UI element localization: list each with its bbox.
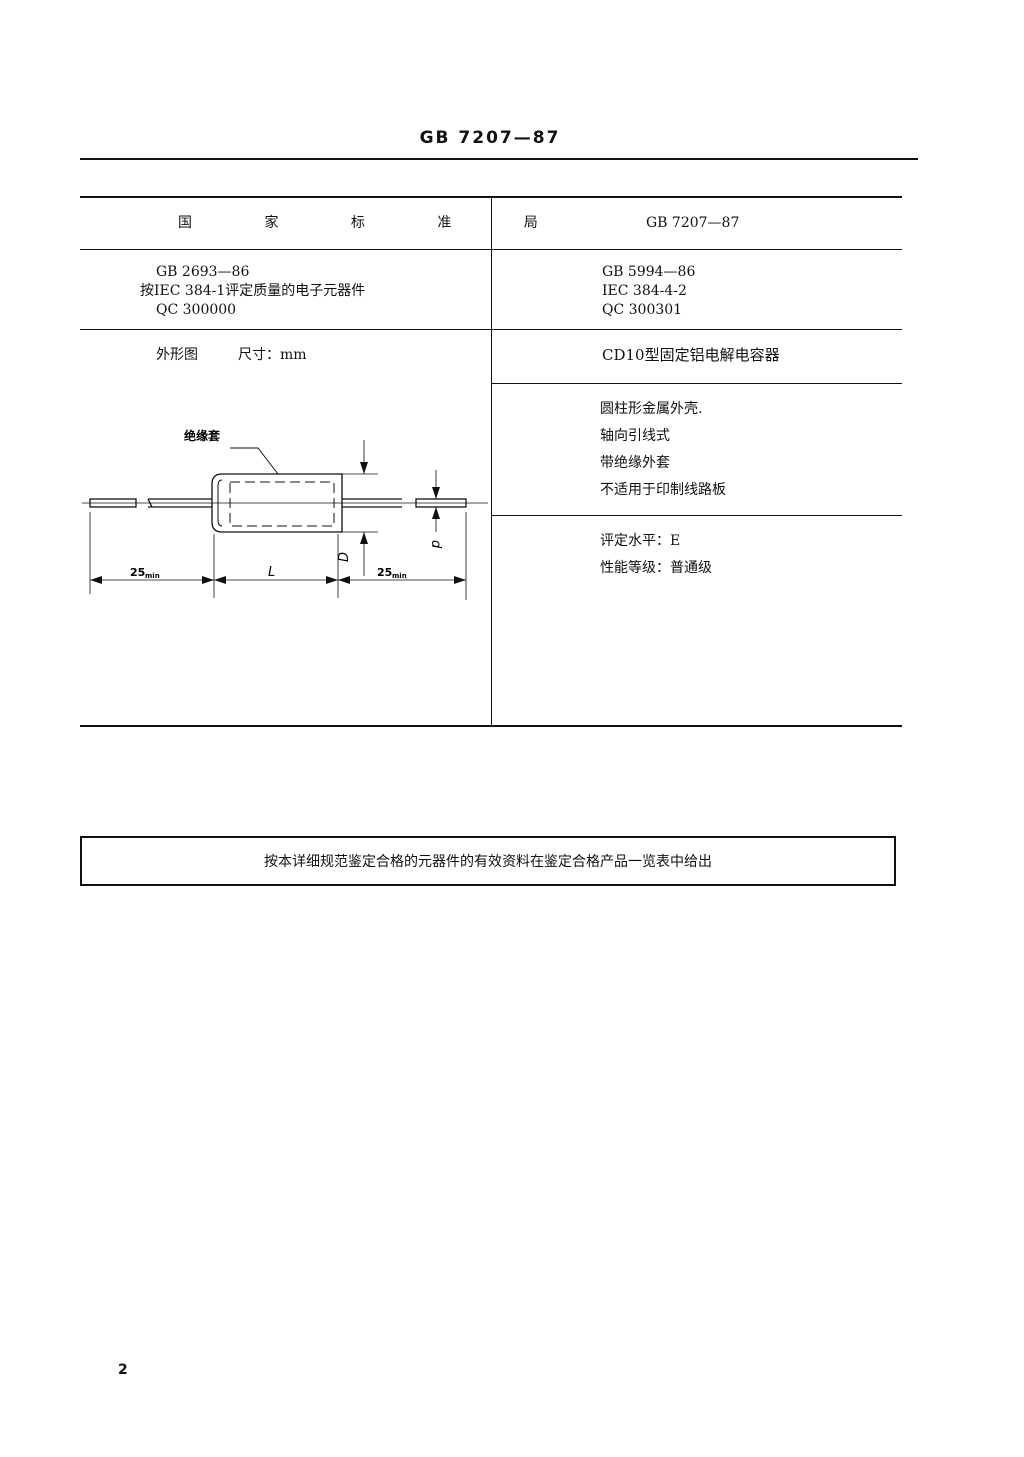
right-lead-length-sub: min <box>392 572 407 580</box>
right-reference-2: IEC 384-4-2 <box>602 283 687 299</box>
row-divider-3-right <box>492 383 902 384</box>
right-reference-3: QC 300301 <box>602 302 683 318</box>
feature-1: 圆柱形金属外壳. <box>600 401 703 417</box>
feature-3: 带绝缘外套 <box>600 455 670 471</box>
row-divider-4-right <box>492 515 902 516</box>
right-lead-length: 25 <box>377 566 392 579</box>
right-reference-1: GB 5994—86 <box>602 264 696 280</box>
left-lead-length-sub: min <box>145 572 160 580</box>
performance-grade: 性能等级：普通级 <box>600 560 712 576</box>
product-title: CD10型固定铝电解电容器 <box>602 346 780 364</box>
body-length-label: L <box>268 565 275 580</box>
assessment-level: 评定水平：E <box>600 533 681 549</box>
issuer-name: 国 家 标 准 局 <box>178 215 572 231</box>
column-divider <box>491 197 492 726</box>
left-reference-3: QC 300000 <box>156 302 237 318</box>
feature-2: 轴向引线式 <box>600 428 670 444</box>
page-number: 2 <box>118 1362 128 1378</box>
sleeve-label: 绝缘套 <box>184 428 221 443</box>
left-reference-1: GB 2693—86 <box>156 264 250 280</box>
document-number: GB 7207—87 <box>646 215 740 231</box>
left-reference-2: 按IEC 384-1评定质量的电子元器件 <box>140 283 366 299</box>
header-rule <box>80 158 918 160</box>
qualification-notice: 按本详细规范鉴定合格的元器件的有效资料在鉴定合格产品一览表中给出 <box>80 836 896 886</box>
left-lead-length: 25 <box>130 566 145 579</box>
feature-4: 不适用于印制线路板 <box>600 482 726 498</box>
outline-units: 尺寸：mm <box>238 347 307 363</box>
table-bottom-rule <box>80 725 902 727</box>
capacitor-outline-drawing: 绝缘套 25 min L 25 min D d <box>82 428 488 600</box>
lead-diameter-label: d <box>428 540 443 549</box>
qualification-notice-text: 按本详细规范鉴定合格的元器件的有效资料在鉴定合格产品一览表中给出 <box>264 854 712 870</box>
body-diameter-label: D <box>337 552 352 562</box>
outline-label: 外形图 <box>156 347 198 363</box>
page-header-title: GB 7207—87 <box>419 128 561 148</box>
